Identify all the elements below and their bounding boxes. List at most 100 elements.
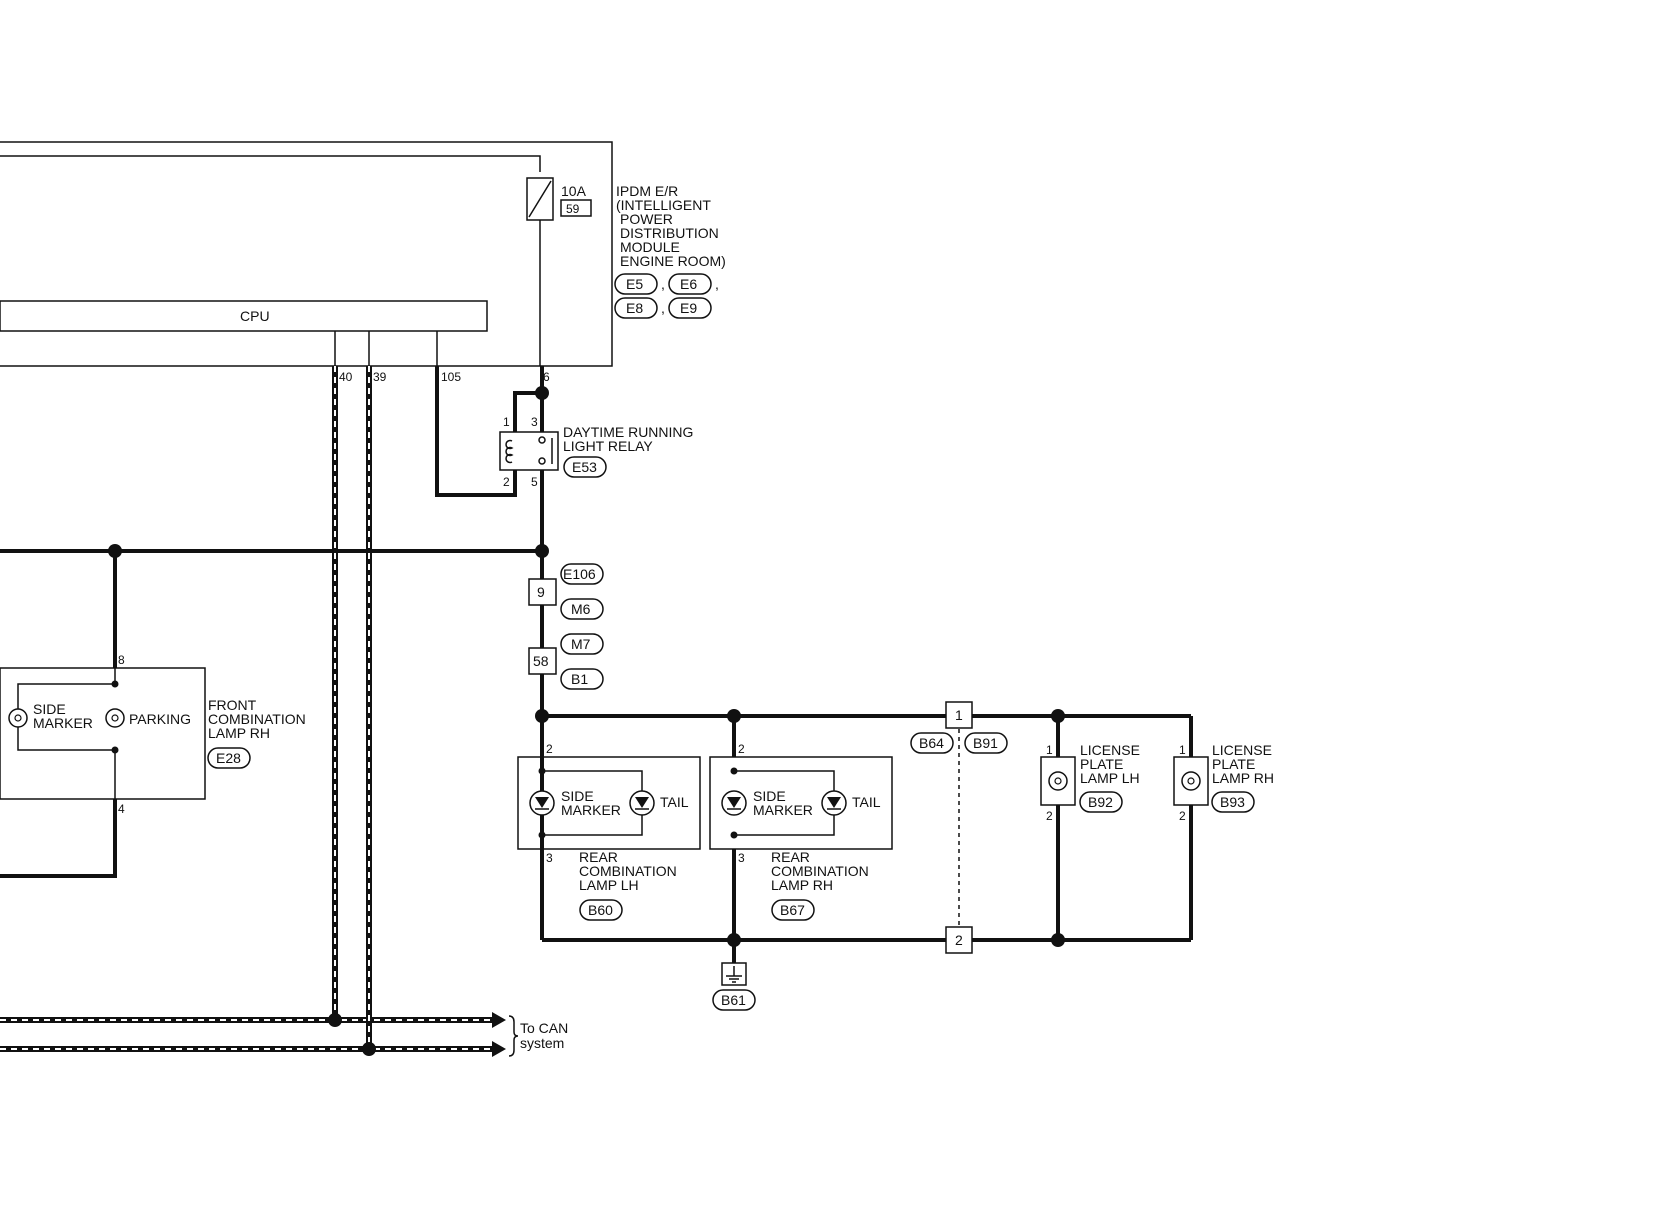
- relay-pin2-wire: [435, 366, 517, 497]
- can-label-2: system: [520, 1035, 564, 1051]
- parking-bulb-icon: [105, 708, 125, 728]
- rear-lh-pin-3: 3: [546, 851, 553, 865]
- license-rh-pin-1: 1: [1179, 743, 1186, 757]
- license-lh-pin-2: 2: [1046, 809, 1053, 823]
- pin-39: 39: [373, 370, 387, 384]
- conn-e106: [560, 563, 604, 585]
- front-side-marker-2: MARKER: [33, 715, 93, 731]
- pin-105: 105: [441, 370, 461, 384]
- conn-m7-label: M7: [571, 636, 591, 652]
- conn-b64: [910, 732, 954, 754]
- can-l-arrow: [492, 1041, 506, 1057]
- rear-rh-pin-3: 3: [738, 851, 745, 865]
- front-lamp-circuit: SIDE MARKER PARKING 8 4 FRONT COMBINATIO…: [0, 544, 549, 878]
- joint-9-box: [528, 578, 557, 606]
- front-name-3: LAMP RH: [208, 725, 270, 741]
- conn-e5: [614, 273, 658, 295]
- rear-lh-name-3: LAMP LH: [579, 877, 639, 893]
- conn-b60-label: B60: [588, 902, 613, 918]
- fuse-rating: 10A: [561, 183, 587, 199]
- relay-contact-b: [538, 457, 546, 465]
- front-side-marker-1: SIDE: [33, 701, 66, 717]
- conn-e28: [207, 747, 251, 769]
- rear-circuit: SIDE MARKER TAIL 2 3 REAR COMBINATION LA…: [517, 701, 1274, 1011]
- conn-sep-2: ,: [715, 276, 719, 292]
- relay-name-2: LIGHT RELAY: [563, 438, 653, 454]
- rear-rh-side-marker-1: SIDE: [753, 788, 786, 804]
- conn-b92: [1079, 791, 1123, 813]
- joint-pin-1: 1: [955, 707, 963, 723]
- conn-e9-label: E9: [680, 300, 697, 316]
- ipdm-name-6: ENGINE ROOM): [620, 253, 726, 269]
- license-rh-bulb-icon: [1181, 771, 1201, 791]
- license-lh-name-1: LICENSE: [1080, 742, 1140, 758]
- license-lh-bulb-icon: [1048, 771, 1068, 791]
- conn-e53-label: E53: [572, 459, 597, 475]
- relay-pin-5: 5: [531, 475, 538, 489]
- can-h-arrow: [492, 1012, 506, 1028]
- rear-lh-pin-2: 2: [546, 742, 553, 756]
- joint-pin2-box: [945, 926, 973, 954]
- joint-9-pin: 9: [537, 584, 545, 600]
- conn-sep-1: ,: [661, 276, 665, 292]
- conn-b64-label: B64: [919, 735, 944, 751]
- conn-e5-label: E5: [626, 276, 643, 292]
- can-label-1: To CAN: [520, 1020, 568, 1036]
- ipdm-name-2: (INTELLIGENT: [616, 197, 711, 213]
- license-rh-name-1: LICENSE: [1212, 742, 1272, 758]
- conn-b93-label: B93: [1220, 794, 1245, 810]
- relay-box: [499, 431, 559, 471]
- relay-pin1-wire: [513, 391, 542, 432]
- rear-rh-pin-2: 2: [738, 742, 745, 756]
- front-pin-8: 8: [118, 653, 125, 667]
- side-marker-bulb-icon: [8, 708, 28, 728]
- conn-e53: [563, 456, 607, 478]
- rear-lh-side-marker-2: MARKER: [561, 802, 621, 818]
- rear-lh-side-marker-1: SIDE: [561, 788, 594, 804]
- conn-b61: [712, 989, 756, 1011]
- conn-e6: [668, 273, 712, 295]
- conn-e28-label: E28: [216, 750, 241, 766]
- front-name-2: COMBINATION: [208, 711, 306, 727]
- relay-name-1: DAYTIME RUNNING: [563, 424, 693, 440]
- conn-e9: [668, 297, 712, 319]
- joint-pin1-box: [945, 701, 973, 729]
- can-h-junction: [328, 1013, 342, 1027]
- relay-pin-3: 3: [531, 415, 538, 429]
- drl-relay: 1 3 2 5 DAYTIME RUNNING LIGHT RELAY E53: [435, 366, 693, 556]
- main-junction: [535, 544, 549, 558]
- relay-coil-icon: [505, 439, 514, 464]
- ipdm-inner-feed: [0, 155, 541, 172]
- cpu-label: CPU: [240, 308, 270, 324]
- rear-rh-tail: TAIL: [852, 794, 881, 810]
- license-lh-name-2: PLATE: [1080, 756, 1123, 772]
- front-name-1: FRONT: [208, 697, 257, 713]
- front-pin-4: 4: [118, 802, 125, 816]
- front-lamp-box: [0, 667, 206, 800]
- license-rh-name-2: PLATE: [1212, 756, 1255, 772]
- rear-rh-side-marker-2: MARKER: [753, 802, 813, 818]
- conn-sep-3: ,: [661, 300, 665, 316]
- fuse-number-box: [560, 199, 592, 217]
- fuse-number: 59: [566, 202, 580, 216]
- license-lh-name-3: LAMP LH: [1080, 770, 1140, 786]
- ipdm-name-3: POWER: [620, 211, 673, 227]
- pin-40: 40: [339, 370, 353, 384]
- relay-pin-2: 2: [503, 475, 510, 489]
- conn-b91-label: B91: [973, 735, 998, 751]
- relay-junction: [535, 386, 549, 400]
- conn-b93: [1211, 791, 1255, 813]
- ipdm-name-1: IPDM E/R: [616, 183, 678, 199]
- front-parking-label: PARKING: [129, 711, 191, 727]
- relay-contact-a: [538, 436, 546, 444]
- pin-6: 6: [543, 370, 550, 384]
- joint-connectors: 9 E106 M6 58 M7 B1: [528, 556, 604, 716]
- conn-b61-label: B61: [721, 992, 746, 1008]
- ipdm-name-5: MODULE: [620, 239, 680, 255]
- ipdm-outline: [0, 141, 613, 367]
- conn-e8: [614, 297, 658, 319]
- conn-b67-label: B67: [780, 902, 805, 918]
- license-rh-name-3: LAMP RH: [1212, 770, 1274, 786]
- can-l-junction: [362, 1042, 376, 1056]
- fuse-element: [528, 180, 552, 218]
